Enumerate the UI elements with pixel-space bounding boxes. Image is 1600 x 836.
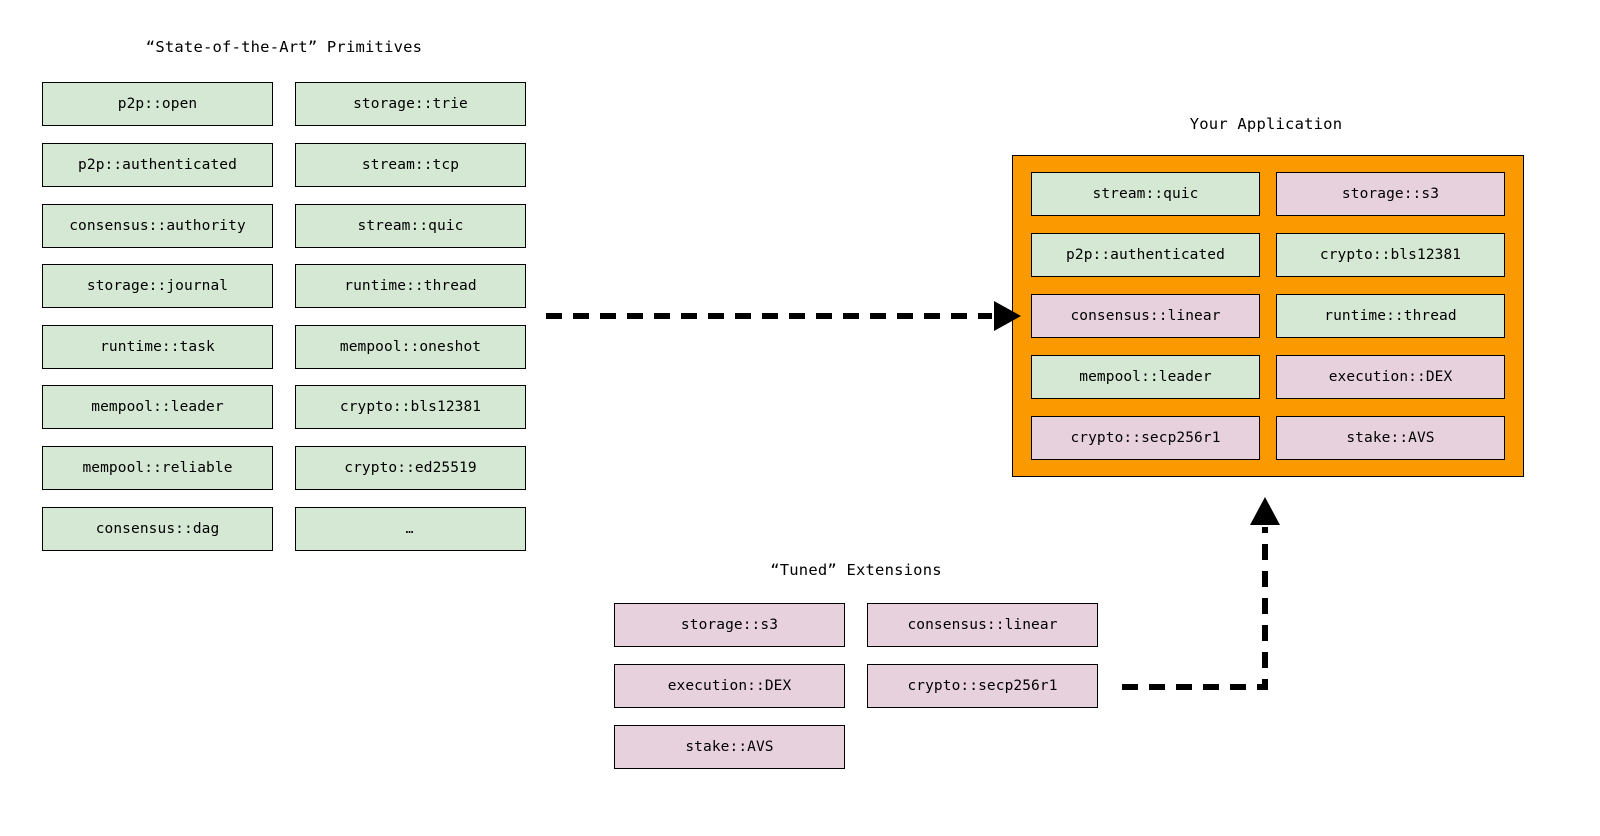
application-chip[interactable]: p2p::authenticated — [1031, 233, 1260, 277]
arrow-extensions-to-application — [1122, 497, 1280, 690]
extension-chip[interactable]: stake::AVS — [614, 725, 845, 769]
primitive-chip[interactable]: p2p::open — [42, 82, 273, 126]
application-chip[interactable]: crypto::secp256r1 — [1031, 416, 1260, 460]
extension-chip[interactable]: crypto::secp256r1 — [867, 664, 1098, 708]
primitive-chip[interactable]: consensus::authority — [42, 204, 273, 248]
application-chip[interactable]: storage::s3 — [1276, 172, 1505, 216]
application-chip[interactable]: crypto::bls12381 — [1276, 233, 1505, 277]
primitive-chip[interactable]: crypto::bls12381 — [295, 385, 526, 429]
primitive-chip[interactable]: stream::quic — [295, 204, 526, 248]
extension-chip[interactable]: storage::s3 — [614, 603, 845, 647]
application-title: Your Application — [1189, 115, 1343, 133]
primitive-chip[interactable]: storage::trie — [295, 82, 526, 126]
extensions-title: “Tuned” Extensions — [770, 561, 942, 579]
application-chip[interactable]: consensus::linear — [1031, 294, 1260, 338]
primitive-chip[interactable]: mempool::leader — [42, 385, 273, 429]
primitive-chip[interactable]: mempool::reliable — [42, 446, 273, 490]
primitives-title: “State-of-the-Art” Primitives — [145, 38, 423, 56]
extension-chip[interactable]: execution::DEX — [614, 664, 845, 708]
primitive-chip[interactable]: p2p::authenticated — [42, 143, 273, 187]
primitive-chip[interactable]: runtime::task — [42, 325, 273, 369]
extension-chip[interactable]: consensus::linear — [867, 603, 1098, 647]
primitive-chip[interactable]: stream::tcp — [295, 143, 526, 187]
application-chip[interactable]: execution::DEX — [1276, 355, 1505, 399]
application-chip[interactable]: stake::AVS — [1276, 416, 1505, 460]
application-chip[interactable]: stream::quic — [1031, 172, 1260, 216]
primitive-chip[interactable]: crypto::ed25519 — [295, 446, 526, 490]
application-chip[interactable]: runtime::thread — [1276, 294, 1505, 338]
application-chip[interactable]: mempool::leader — [1031, 355, 1260, 399]
arrow-primitives-to-application — [546, 301, 1021, 331]
primitive-chip[interactable]: mempool::oneshot — [295, 325, 526, 369]
primitive-chip[interactable]: storage::journal — [42, 264, 273, 308]
primitive-chip-ellipsis[interactable]: … — [295, 507, 526, 551]
primitive-chip[interactable]: runtime::thread — [295, 264, 526, 308]
primitive-chip[interactable]: consensus::dag — [42, 507, 273, 551]
